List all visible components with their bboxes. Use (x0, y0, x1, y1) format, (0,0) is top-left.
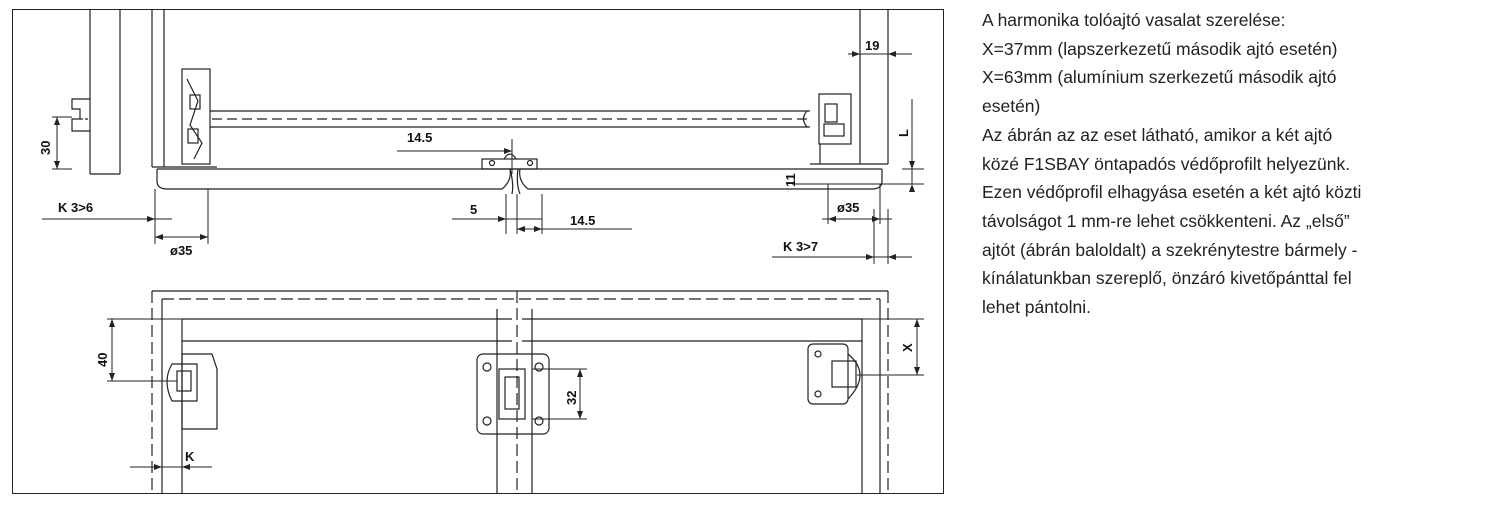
dim-11: 11 (783, 173, 798, 187)
dim-l: L (896, 129, 911, 137)
dim-14-5-right: 14.5 (570, 213, 595, 228)
dim-19: 19 (865, 38, 879, 53)
description-line: kínálatunkban szereplő, önzáró kivetőpán… (982, 268, 1352, 289)
front-right-bracket (807, 343, 861, 405)
dim-14-5-center: 14.5 (407, 130, 432, 145)
center-hinge (481, 153, 538, 195)
top-view-dimension-lines (42, 47, 924, 264)
dim-30: 30 (38, 141, 53, 155)
dim-phi35-right: ø35 (837, 200, 859, 215)
description-line: X=37mm (lapszerkezetű második ajtó eseté… (982, 38, 1338, 59)
front-center-hinge (476, 353, 550, 435)
description-text: A harmonika tolóajtó vasalat szerelése: … (982, 6, 1472, 322)
drawing-frame (12, 9, 944, 494)
dim-32: 32 (564, 391, 579, 405)
description-line: Ezen védőprofil elhagyása esetén a két a… (982, 182, 1362, 203)
description-line: A harmonika tolóajtó vasalat szerelése: (982, 10, 1286, 30)
description-line: lehet pántolni. (982, 297, 1091, 318)
left-cabinet-panel (89, 9, 121, 175)
guide-rail (210, 110, 810, 128)
dim-5: 5 (470, 202, 477, 217)
dim-k-front: K (185, 449, 195, 464)
dim-40: 40 (95, 353, 110, 367)
first-door (151, 9, 217, 168)
rail-profile (71, 98, 90, 132)
arrowheads (54, 51, 915, 260)
front-view-cabinet (151, 290, 889, 494)
dim-k-3-7: K 3>7 (783, 239, 818, 254)
right-cabinet-panel (859, 9, 889, 165)
description-line: Az ábrán az az eset látható, amikor a ké… (982, 124, 1333, 145)
left-hinge-bracket (181, 68, 211, 165)
front-arrowheads (109, 319, 920, 470)
description-line: X=63mm (alumínium szerkezetű második ajt… (982, 67, 1337, 88)
description-line: közé F1SBAY öntapadós védőprofilt helyez… (982, 153, 1351, 174)
dim-x: X (900, 343, 915, 352)
description-line: esetén) (982, 96, 1041, 117)
technical-drawing: 19 30 14.5 L 11 K 3>6 5 14.5 ø35 ø35 K 3… (38, 9, 924, 494)
description-line: ajtót (ábrán baloldalt) a szekrénytestre… (982, 239, 1358, 260)
front-view-dimension-lines (107, 318, 924, 468)
description-line: távolságot 1 mm-re lehet csökkenteni. Az… (982, 210, 1350, 231)
door-leaves (156, 168, 883, 190)
dim-phi35-left: ø35 (170, 243, 192, 258)
front-left-bracket (166, 353, 218, 430)
right-hinge-bracket (810, 93, 860, 165)
dim-k-3-6: K 3>6 (58, 200, 93, 215)
